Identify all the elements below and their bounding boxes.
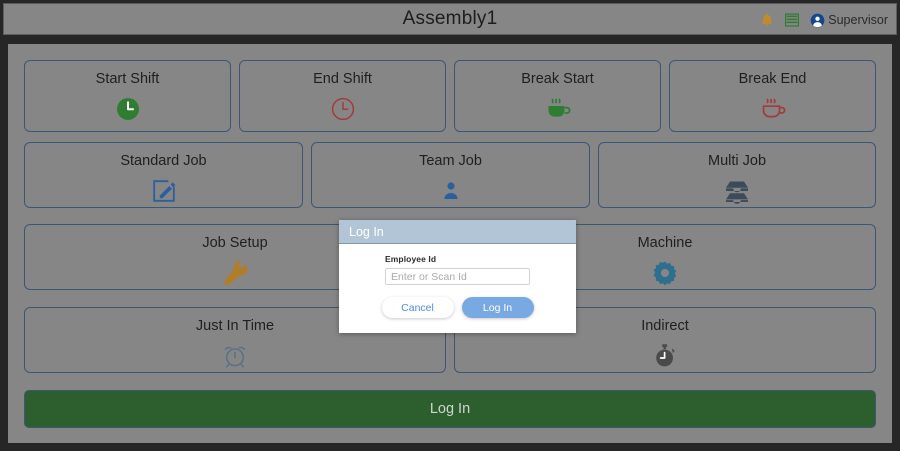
button-team-job[interactable]: Team Job — [311, 142, 590, 208]
button-multi-job[interactable]: Multi Job — [598, 142, 876, 208]
coffee-cup-icon — [758, 94, 788, 124]
main-panel: Start Shift End Shift Break Start — [8, 44, 892, 443]
button-start-shift[interactable]: Start Shift — [24, 60, 231, 132]
button-label: Standard Job — [120, 153, 207, 169]
page-title: Assembly1 — [402, 8, 498, 29]
gear-icon — [652, 258, 678, 288]
stopwatch-icon — [653, 341, 677, 371]
title-bar: Assembly1 — [3, 3, 897, 35]
login-dialog: Log In Employee Id Cancel Log In — [339, 220, 576, 333]
button-end-shift[interactable]: End Shift — [239, 60, 446, 132]
user-menu[interactable]: Supervisor — [810, 13, 888, 28]
user-name-label: Supervisor — [828, 13, 888, 27]
login-action-label: Log In — [429, 401, 471, 417]
login-dialog-title: Log In — [349, 224, 384, 239]
employee-id-input[interactable] — [385, 268, 530, 285]
edit-pencil-square-icon — [152, 176, 176, 206]
button-break-end[interactable]: Break End — [669, 60, 876, 132]
button-label: Break End — [738, 71, 807, 87]
button-standard-job[interactable]: Standard Job — [24, 142, 303, 208]
alarm-clock-icon — [222, 341, 248, 371]
login-dialog-header: Log In — [339, 220, 576, 244]
login-action-bar[interactable]: Log In — [24, 390, 876, 428]
login-dialog-body: Employee Id Cancel Log In — [339, 244, 576, 318]
button-label: Team Job — [419, 153, 482, 169]
button-label: End Shift — [313, 71, 372, 87]
clock-filled-icon — [115, 94, 141, 124]
title-bar-actions: Supervisor — [760, 4, 888, 36]
button-break-start[interactable]: Break Start — [454, 60, 661, 132]
user-account-icon — [810, 13, 825, 28]
button-label: Job Setup — [202, 235, 268, 251]
list-menu-icon[interactable] — [785, 13, 800, 27]
team-icon — [438, 176, 464, 206]
clock-outline-icon — [330, 94, 356, 124]
button-label: Just In Time — [195, 318, 275, 334]
notification-bell-icon[interactable] — [760, 12, 774, 28]
button-label: Start Shift — [95, 71, 160, 87]
coffee-cup-icon — [543, 94, 573, 124]
button-label: Indirect — [641, 318, 689, 334]
cancel-button[interactable]: Cancel — [381, 297, 454, 318]
button-label: Multi Job — [707, 153, 767, 169]
login-dialog-actions: Cancel Log In — [381, 297, 534, 318]
login-submit-button[interactable]: Log In — [461, 297, 534, 318]
button-label: Machine — [637, 235, 693, 251]
wrench-icon — [221, 258, 249, 288]
button-label: Break Start — [521, 71, 594, 87]
employee-id-label: Employee Id — [385, 254, 437, 264]
stacked-trays-icon — [723, 176, 751, 206]
